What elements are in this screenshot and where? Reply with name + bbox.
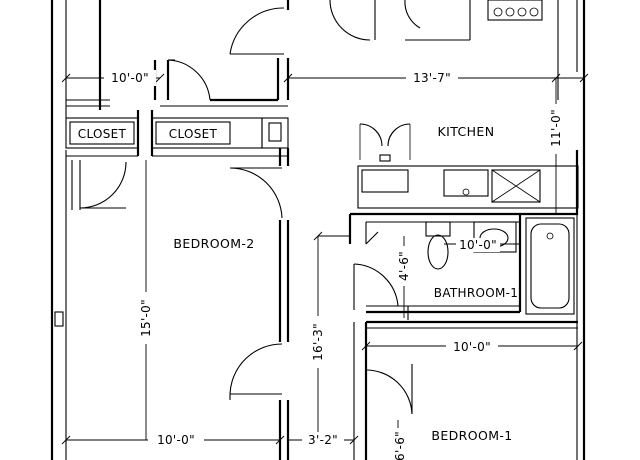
top-doors	[167, 0, 421, 101]
svg-text:BATHROOM-1: BATHROOM-1	[434, 286, 518, 300]
svg-text:10'-0": 10'-0"	[459, 238, 497, 252]
kitchen-label: KITCHEN	[438, 124, 495, 139]
dim-text-kitchen: 11'-0"	[548, 104, 564, 154]
dim-text-bedroom2-height: 15'-0"	[138, 292, 154, 344]
bathroom-label: BATHROOM-1	[434, 286, 518, 300]
svg-text:15'-0": 15'-0"	[139, 299, 153, 337]
bedroom-2-label: BEDROOM-2	[173, 236, 254, 251]
closet-door	[71, 160, 127, 210]
exterior-right-wall	[576, 0, 586, 460]
svg-text:CLOSET: CLOSET	[169, 127, 218, 141]
svg-text:4'-6": 4'-6"	[397, 251, 411, 281]
svg-text:KITCHEN: KITCHEN	[438, 124, 495, 139]
top-walls	[66, 0, 559, 110]
dim-text-top-left: 10'-0"	[104, 70, 156, 86]
kitchen-walls	[357, 123, 579, 215]
dim-text-bath-width: 10'-0"	[456, 238, 500, 252]
closet-label-right: CLOSET	[169, 127, 218, 141]
bedroom1-walls	[353, 320, 578, 460]
svg-text:BEDROOM-1: BEDROOM-1	[431, 428, 512, 443]
bedroom-1-label: BEDROOM-1	[431, 428, 512, 443]
svg-text:10'-0": 10'-0"	[157, 433, 195, 447]
svg-text:BEDROOM-2: BEDROOM-2	[173, 236, 254, 251]
closet-row	[65, 110, 290, 166]
exterior-left-wall	[50, 0, 67, 460]
svg-text:6'-6": 6'-6"	[393, 431, 407, 460]
svg-text:10'-0": 10'-0"	[111, 71, 149, 85]
svg-text:CLOSET: CLOSET	[78, 127, 127, 141]
svg-text:11'-0": 11'-0"	[549, 109, 563, 147]
dim-text-hall-width: 3'-2"	[302, 432, 344, 448]
svg-text:10'-0": 10'-0"	[453, 340, 491, 354]
svg-text:13'-7": 13'-7"	[413, 71, 451, 85]
bathroom-walls	[348, 212, 578, 320]
dim-text-bottom-left: 10'-0"	[148, 432, 204, 448]
dim-text-top-right: 13'-7"	[406, 70, 458, 86]
dim-text-bath-side: 4'-6"	[396, 246, 412, 286]
stove-icon	[487, 0, 543, 21]
dimension-lines	[61, 73, 589, 460]
closet-label-left: CLOSET	[78, 127, 127, 141]
svg-text:16'-3": 16'-3"	[311, 323, 325, 361]
dim-text-bottom-right: 6'-6"	[392, 428, 408, 460]
svg-text:3'-2": 3'-2"	[308, 433, 338, 447]
bedroom2-walls	[229, 167, 290, 460]
dim-text-hall-height: 16'-3"	[310, 316, 326, 368]
dim-text-bedroom1-width: 10'-0"	[446, 339, 498, 354]
